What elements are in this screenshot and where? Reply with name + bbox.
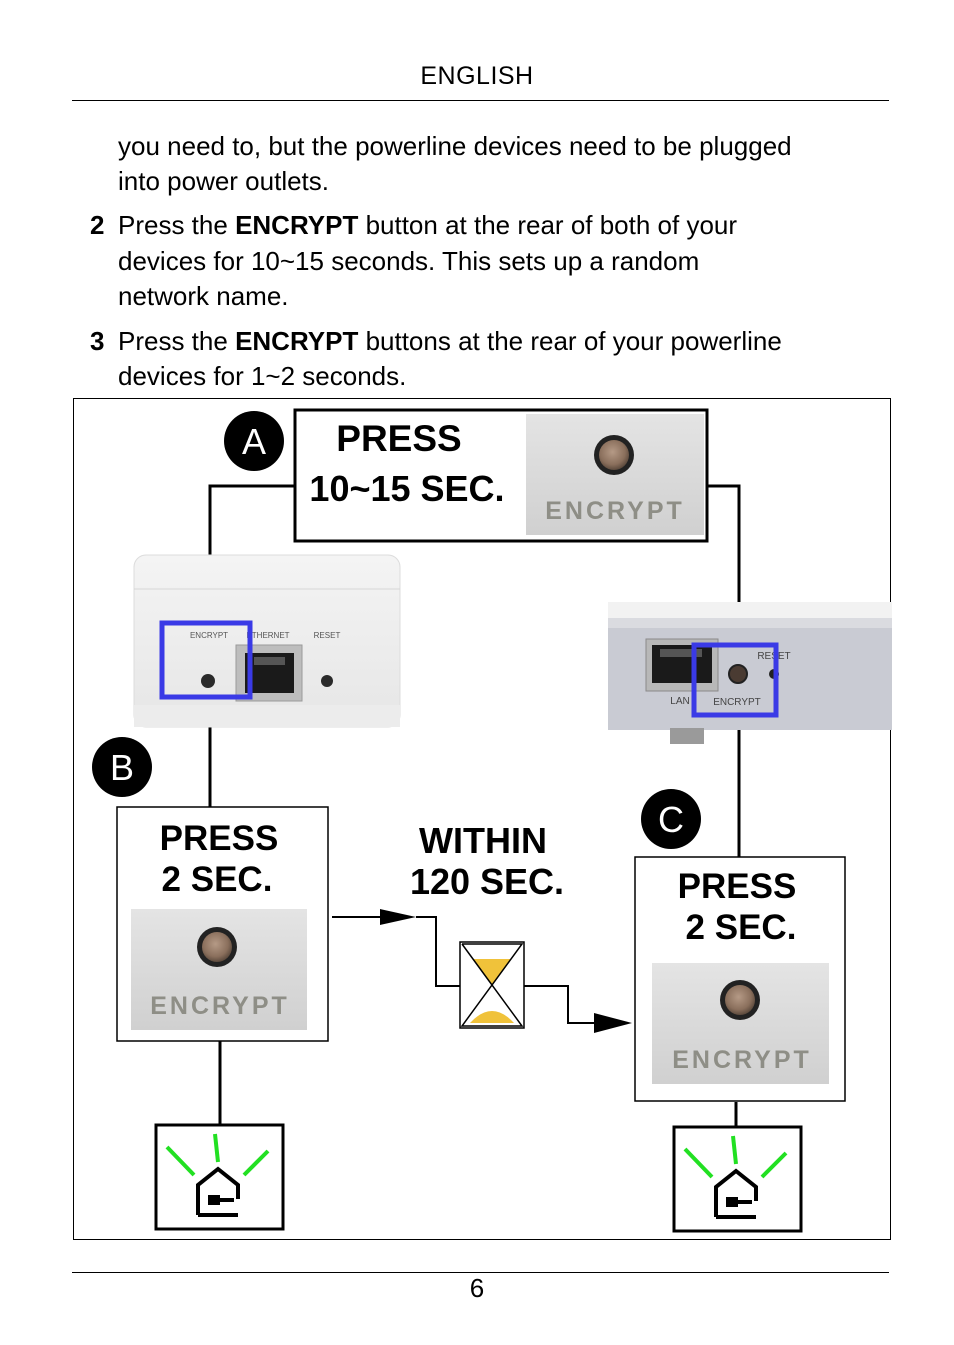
step-2-number: 2 [90,210,105,240]
encrypt-highlight-left [159,620,253,700]
svg-text:ENCRYPT: ENCRYPT [545,497,685,525]
svg-text:ENCRYPT: ENCRYPT [672,1046,812,1074]
step-3-number: 3 [90,326,105,356]
box-c: PRESS 2 SEC. ENCRYPT [634,856,846,1102]
box-a: PRESS 10~15 SEC. ENCRYPT [293,408,709,543]
encrypt-keyword: ENCRYPT [235,210,359,240]
intro-line-1: you need to, but the powerline devices n… [118,131,792,161]
page-number: 6 [469,1273,485,1303]
svg-text:ENCRYPT: ENCRYPT [150,992,290,1020]
step-2-line-1: Press the ENCRYPT button at the rear of … [118,210,738,240]
within-label-line-2: 120 SEC. [410,861,564,902]
svg-text:10~15 SEC.: 10~15 SEC. [309,468,504,509]
svg-text:PRESS: PRESS [336,418,461,459]
marker-b: B [92,737,152,797]
marker-a: A [224,411,284,471]
step-2-line-2: devices for 10~15 seconds. This sets up … [118,246,700,276]
ethernet-port-left [235,644,303,702]
lan-port-right [645,638,719,692]
svg-text:LAN: LAN [670,696,689,707]
connector-a-right [708,484,741,857]
flow-line-to-hourglass [416,916,460,987]
svg-text:PRESS: PRESS [678,867,797,906]
encrypt-hole-left [201,674,215,688]
svg-text:PRESS: PRESS [160,819,279,858]
encrypt-highlight-right [691,642,779,718]
flow-line-from-hourglass [524,985,596,1024]
reset-hole-left [321,675,333,687]
home-network-led-icon [154,1123,285,1231]
svg-text:B: B [110,747,134,788]
powerline-adapter-left: ENCRYPT ETHERNET RESET [133,554,401,728]
svg-text:RESET: RESET [314,631,341,640]
intro-line-2: into power outlets. [118,166,330,196]
home-network-led-icon [672,1125,803,1233]
svg-text:2 SEC.: 2 SEC. [162,860,273,899]
header-rule [72,100,889,101]
powerline-adapter-right: LAN RESET ENCRYPT [608,602,892,744]
marker-c: C [641,789,701,849]
box-b: PRESS 2 SEC. ENCRYPT [116,806,329,1042]
page-header: ENGLISH [420,62,534,90]
encrypt-button-photo-b: ENCRYPT [131,909,307,1030]
encrypt-keyword: ENCRYPT [235,326,359,356]
flow-arrow-head-2 [594,1013,632,1033]
within-label-line-1: WITHIN [419,820,547,861]
svg-text:2 SEC.: 2 SEC. [686,908,797,947]
hourglass-icon [459,941,525,1029]
step-3-line-1: Press the ENCRYPT buttons at the rear of… [118,326,782,356]
svg-text:ETHERNET: ETHERNET [246,631,289,640]
svg-text:C: C [658,799,684,840]
flow-arrow-head [380,909,416,925]
encrypt-button-right [728,664,748,684]
step-3-line-2: devices for 1~2 seconds. [118,361,407,391]
footer-rule [72,1272,889,1273]
svg-text:ENCRYPT: ENCRYPT [713,697,761,708]
svg-text:ENCRYPT: ENCRYPT [190,631,228,640]
svg-text:A: A [242,421,266,462]
encrypt-setup-figure: A PRESS 10~15 SEC. ENCRYPT ENCRYPT ETHER… [73,398,892,1240]
encrypt-button-photo-c: ENCRYPT [652,963,829,1084]
encrypt-button-photo-a: ENCRYPT [526,414,704,535]
step-2-line-3: network name. [118,281,289,311]
